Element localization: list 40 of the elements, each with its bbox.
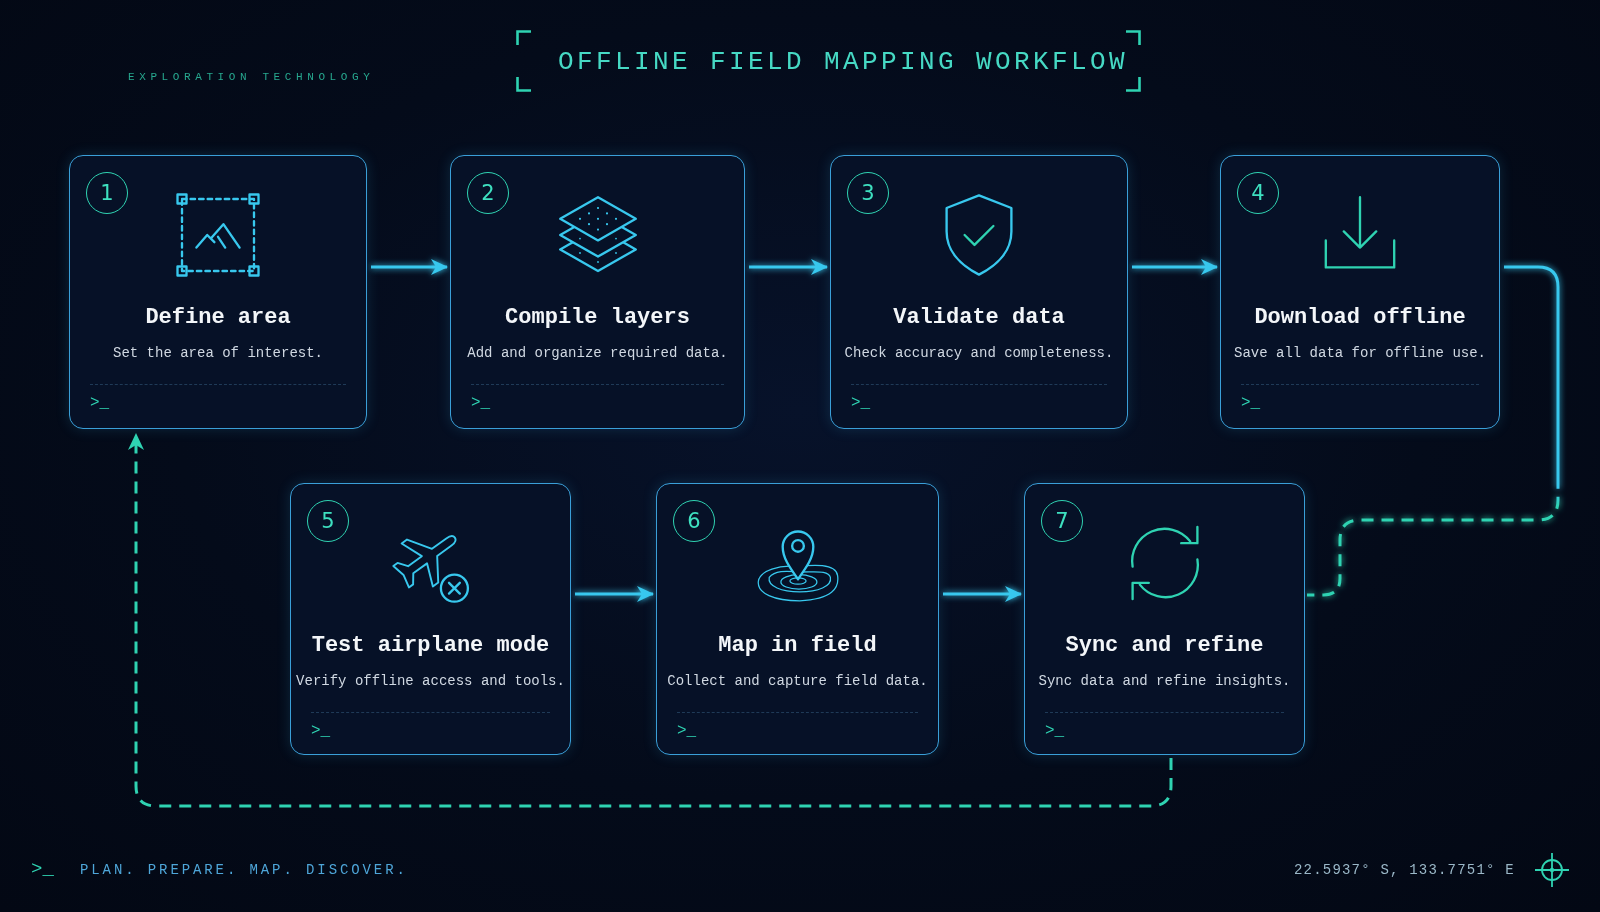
step-description: Add and organize required data. xyxy=(467,344,728,362)
coordinates-text: 22.5937° S, 133.7751° E xyxy=(1294,861,1515,879)
step-title: Map in field xyxy=(718,633,877,659)
arrow xyxy=(575,586,654,602)
terminal-prompt: >_ xyxy=(311,721,331,741)
step-card xyxy=(656,483,939,755)
step-description: Check accuracy and completeness. xyxy=(844,344,1114,362)
dashed-connector-line xyxy=(1307,265,1560,597)
step-title: Compile layers xyxy=(505,305,690,331)
tagline: EXPLORATION TECHNOLOGY xyxy=(128,70,375,84)
step-card xyxy=(290,483,571,755)
step-title: Download offline xyxy=(1254,305,1466,331)
arrow xyxy=(371,259,448,275)
diagram-title: OFFLINE FIELD MAPPING WORKFLOW xyxy=(557,46,1129,78)
footer-motto: PLAN. PREPARE. MAP. DISCOVER. xyxy=(80,861,408,879)
step-card xyxy=(1024,483,1305,755)
terminal-prompt: >_ xyxy=(31,858,54,880)
step-description: Set the area of interest. xyxy=(113,344,323,362)
arrow xyxy=(749,259,828,275)
arrow xyxy=(943,586,1022,602)
terminal-prompt: >_ xyxy=(1045,721,1065,741)
step-card xyxy=(69,155,367,429)
step-description: Save all data for offline use. xyxy=(1234,344,1486,362)
step-title: Define area xyxy=(145,305,291,331)
terminal-prompt: >_ xyxy=(677,721,697,741)
terminal-prompt: >_ xyxy=(1241,393,1261,413)
step-description: Verify offline access and tools. xyxy=(296,672,565,690)
terminal-prompt: >_ xyxy=(90,393,110,413)
step-card xyxy=(450,155,745,429)
arrow xyxy=(1132,259,1218,275)
step-card xyxy=(830,155,1128,429)
step-title: Test airplane mode xyxy=(311,633,550,659)
step-title: Sync and refine xyxy=(1065,633,1264,659)
step-description: Sync data and refine insights. xyxy=(1038,672,1291,690)
terminal-prompt: >_ xyxy=(851,393,871,413)
dashed-arrow xyxy=(128,433,1173,808)
terminal-prompt: >_ xyxy=(471,393,491,413)
step-description: Collect and capture field data. xyxy=(667,672,928,690)
step-card xyxy=(1220,155,1500,429)
step-title: Validate data xyxy=(893,305,1065,331)
